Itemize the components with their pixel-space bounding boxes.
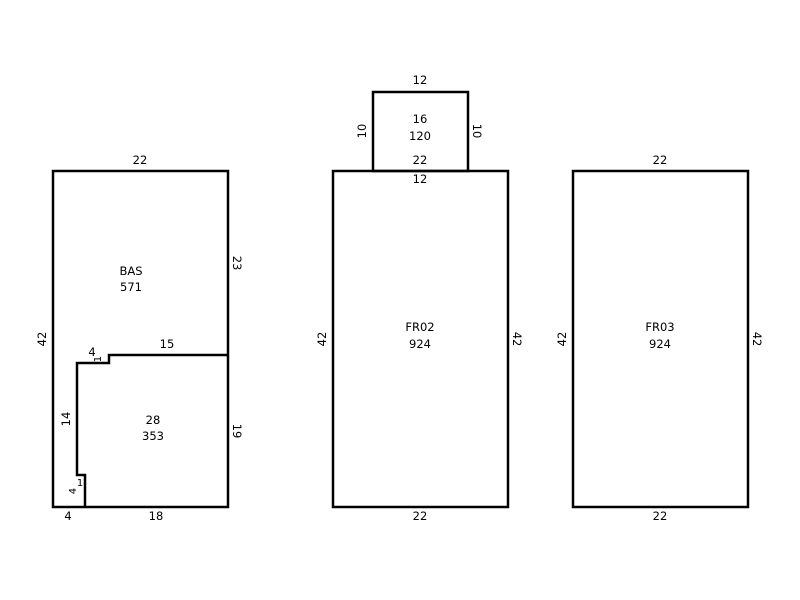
fr02-right-dimension: 42 [510,332,524,347]
fr02-bottom-dimension: 22 [413,509,428,523]
fr03-name-label: FR03 [645,320,674,334]
bas-right-upper-dimension: 23 [230,256,244,271]
bas-interior-dimension: 15 [160,337,175,351]
bas-top-dimension: 22 [133,153,148,167]
area-16-name-label: 16 [413,112,428,126]
area-16-inner-bottom-dimension: 12 [413,172,428,186]
area-28-area-label: 353 [142,429,164,443]
bas-name-label: BAS [119,264,142,278]
fr03-top-dimension: 22 [653,153,668,167]
bas-area-label: 571 [120,280,142,294]
bas-step-small-dimension: 1 [77,478,83,489]
fr03-left-dimension: 42 [555,332,569,347]
fr03-outline [571,169,750,509]
fr02-left-dimension: 42 [315,332,329,347]
bas-bottom-left-dimension: 4 [64,509,71,523]
bas-step-vertical-dimension: 4 [68,488,79,494]
bas-building [51,169,230,509]
fr02-area-label: 924 [409,337,431,351]
area-16-top-dimension: 12 [413,73,428,87]
area-28-right-dimension: 19 [230,424,244,439]
bas-left-dimension: 42 [35,332,49,347]
area-16-inner-top-dimension: 22 [413,153,428,167]
area-16-area-label: 120 [409,129,431,143]
area-16-right-dimension: 10 [470,124,484,139]
bas-notch-top-dimension: 4 [88,345,95,359]
fr02-outline [331,169,510,509]
fr03-area-label: 924 [649,337,671,351]
bas-outline [51,169,230,509]
fr03-right-dimension: 42 [750,332,764,347]
area-28-name-label: 28 [146,413,161,427]
area-28-left-dimension: 14 [59,412,73,427]
area-16-left-dimension: 10 [355,124,369,139]
area-28-interior-wall [75,353,228,507]
fr02-name-label: FR02 [405,320,434,334]
fr03-bottom-dimension: 22 [653,509,668,523]
bas-bottom-dimension: 18 [149,509,164,523]
bas-notch-small-dimension: 1 [93,356,104,362]
